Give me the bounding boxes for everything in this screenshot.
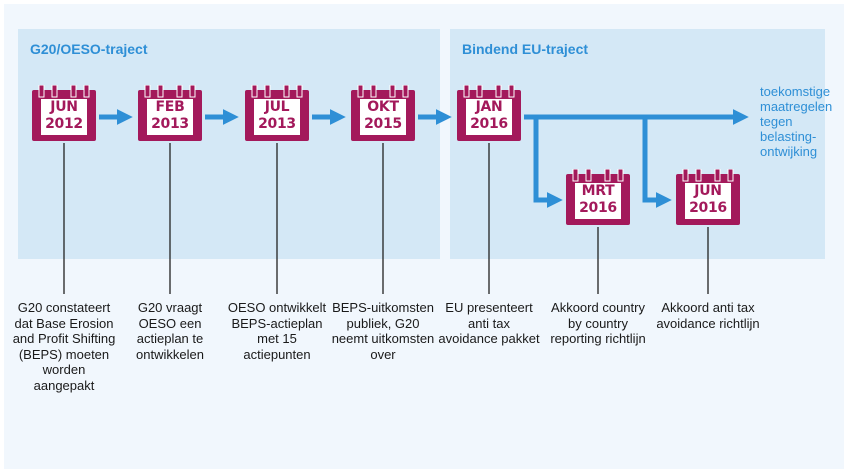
arrow-branch-mrt [533, 117, 563, 209]
calendar-year: 2013 [258, 116, 296, 132]
milestone-description: Akkoord country by country reporting ric… [550, 300, 646, 346]
calendar-year: 2012 [45, 116, 83, 132]
calendar-month: FEB [155, 99, 185, 115]
calendar-year: 2016 [689, 200, 727, 216]
calendar-feb-2013: FEB 2013 [138, 85, 202, 141]
calendar-mrt-2016: MRT 2016 [566, 169, 630, 225]
g20-panel-title: G20/OESO-traject [30, 41, 148, 57]
calendar-year: 2016 [579, 200, 617, 216]
calendar-month: JUN [694, 183, 722, 199]
calendar-year: 2016 [470, 116, 508, 132]
eu-panel-title: Bindend EU-traject [462, 41, 589, 57]
calendar-year: 2013 [151, 116, 189, 132]
milestone-description: Akkoord anti tax avoidance richtlijn [656, 300, 760, 331]
calendar-month: JAN [475, 99, 503, 115]
calendar-jun-2012: JUN 2012 [32, 85, 96, 141]
calendar-okt-2015: OKT 2015 [351, 85, 415, 141]
calendar-jan-2016: JAN 2016 [457, 85, 521, 141]
eu-panel: Bindend EU-traject [450, 29, 825, 259]
connector-lines [63, 108, 749, 294]
milestone-description: G20 constateert dat Base Erosion and Pro… [12, 300, 116, 393]
milestone-description: EU presenteert anti tax avoidance pakket [438, 300, 540, 346]
calendar-month: JUN [50, 99, 78, 115]
future-measures-label: toekomstige maatregelen tegen belasting-… [760, 84, 833, 159]
calendar-month: MRT [581, 183, 615, 199]
g20-oeso-panel: G20/OESO-traject [18, 29, 440, 259]
calendar-month: JUL [264, 99, 290, 115]
calendar-year: 2015 [364, 116, 402, 132]
milestone-description: OESO ontwikkelt BEPS-actieplan met 15 ac… [227, 300, 327, 362]
milestone-description: BEPS-uitkomsten publiek, G20 neemt uitko… [331, 300, 435, 362]
arrow-branch-jun [642, 117, 672, 209]
diagram-frame: G20/OESO-traject Bindend EU-traject [4, 4, 844, 469]
calendar-month: OKT [367, 99, 399, 115]
milestone-description: G20 vraagt OESO een actieplan te ontwikk… [136, 300, 204, 362]
calendar-jun-2016: JUN 2016 [676, 169, 740, 225]
calendar-jul-2013: JUL 2013 [245, 85, 309, 141]
